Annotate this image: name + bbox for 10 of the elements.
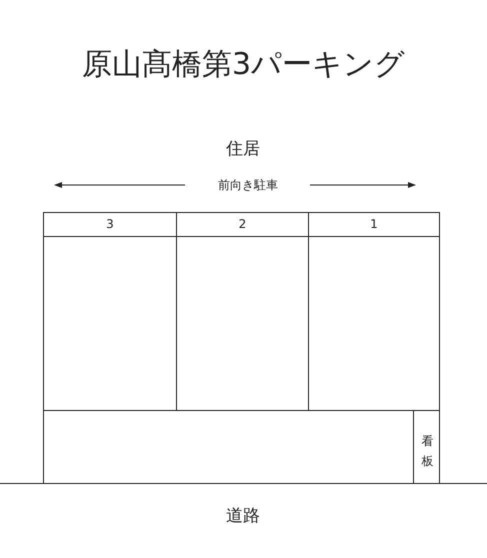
space-number: 3: [106, 216, 114, 232]
space-number: 2: [238, 216, 246, 232]
title: 原山髙橋第3パーキング: [80, 46, 406, 84]
parking-space: [308, 212, 440, 411]
parking-direction-label: 前向き駐車: [218, 178, 278, 192]
space-number: 1: [370, 216, 378, 232]
road-label: 道路: [226, 506, 260, 526]
parking-space: [43, 212, 177, 411]
sign-label: 看板: [421, 433, 434, 470]
building-label: 住居: [226, 139, 260, 160]
